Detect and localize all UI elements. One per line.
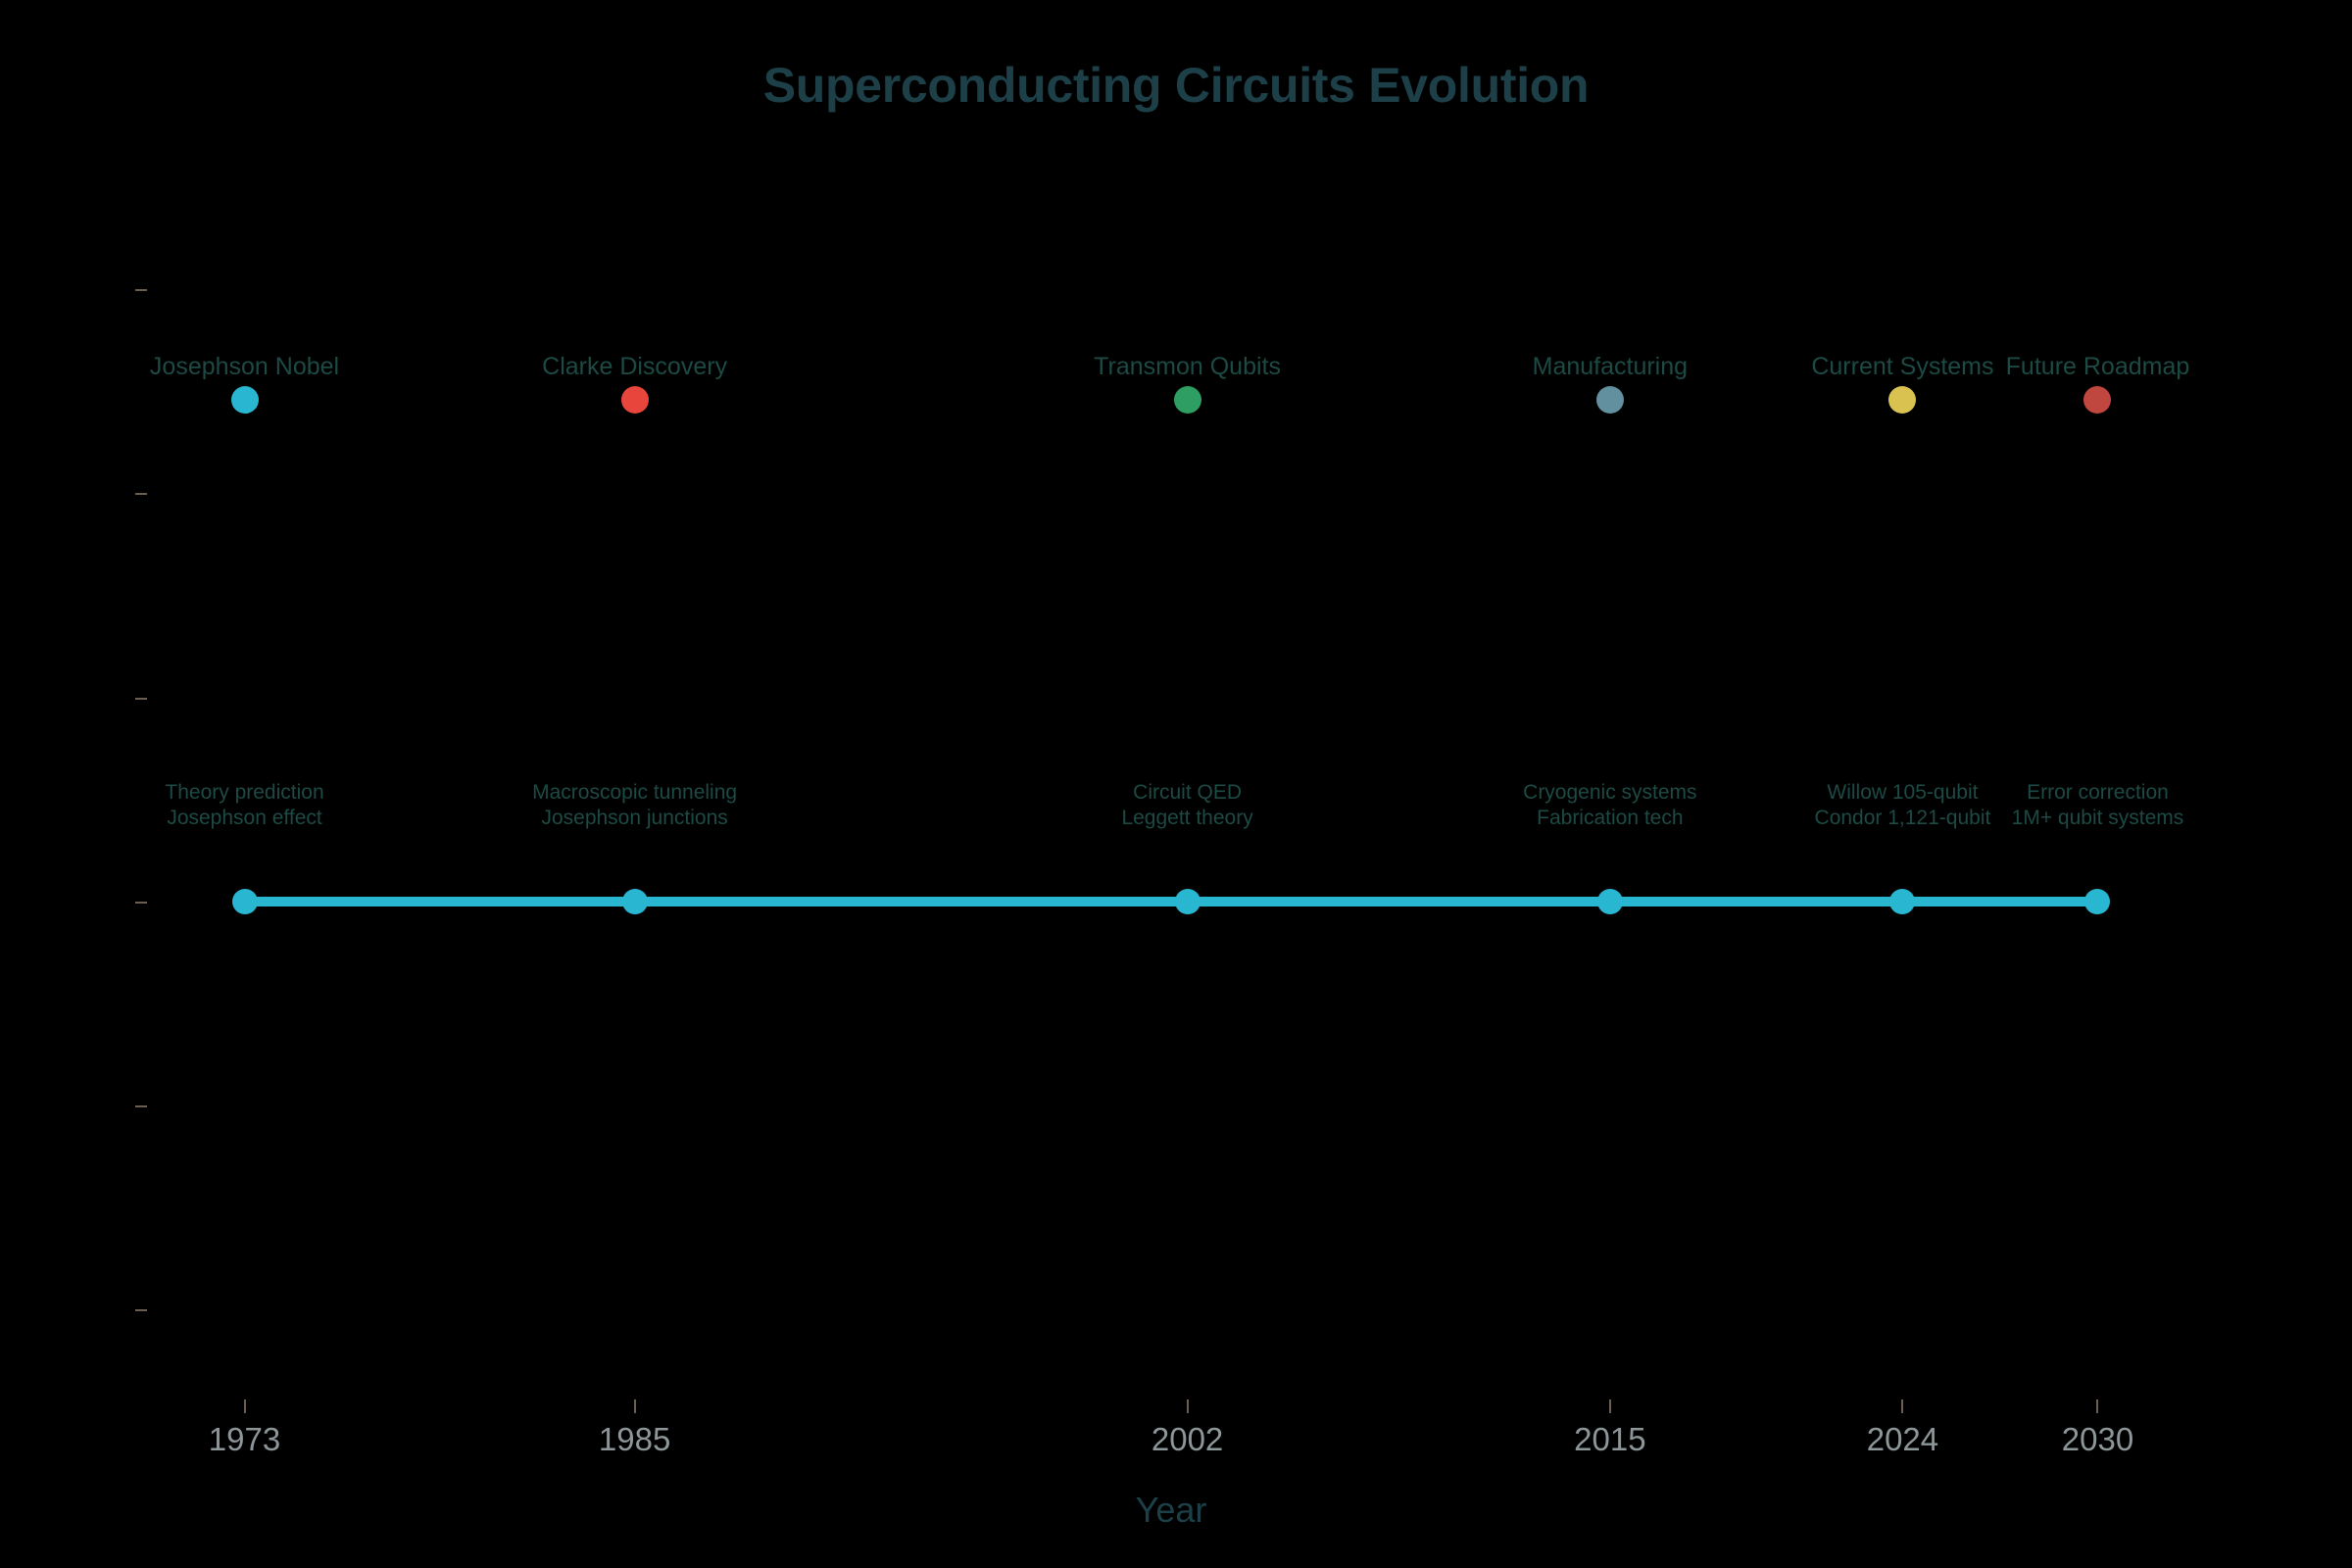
x-axis-tick-label-2002: 2002 [1151,1421,1224,1457]
x-axis-tick-label-2030: 2030 [2061,1421,2134,1457]
x-axis-tick-label-1973: 1973 [208,1421,281,1457]
event-dot-1985[interactable] [620,386,649,414]
event-label-2002: Transmon Qubits [1094,353,1281,380]
timeline-node-2030[interactable] [2084,889,2111,914]
x-axis-tick-2024 [1901,1399,1904,1413]
event-dot-1973[interactable] [230,386,259,414]
y-axis-tick-0 [135,289,147,291]
event-dot-2024[interactable] [1888,386,1917,414]
event-description-line1: Willow 105-qubit [1827,781,1979,804]
x-axis-tick-2015 [1608,1399,1611,1413]
event-description-line1: Theory prediction [165,781,324,804]
event-description-line2: Josephson effect [167,807,322,829]
chart-title: Superconducting Circuits Evolution [762,58,1590,113]
x-axis-tick-label-1985: 1985 [598,1421,671,1457]
x-axis-tick-1985 [633,1399,636,1413]
event-label-1973: Josephson Nobel [149,353,340,380]
x-axis-tick-label-2015: 2015 [1574,1421,1646,1457]
event-description-line2: 1M+ qubit systems [2011,807,2184,829]
y-axis-tick-4 [135,1105,147,1107]
x-axis-tick-2002 [1186,1399,1189,1413]
y-axis-tick-2 [135,698,147,700]
timeline-node-1973[interactable] [231,889,258,914]
x-axis-tick-2030 [2096,1399,2099,1413]
x-axis-tick-label-2024: 2024 [1866,1421,1939,1457]
event-description-line2: Leggett theory [1121,807,1253,829]
event-description-2030: Error correction 1M+ qubit systems [2012,780,2184,831]
y-axis-tick-5 [135,1309,147,1311]
event-label-2030: Future Roadmap [2005,353,2190,380]
event-label-2015: Manufacturing [1532,353,1689,380]
event-description-2002: Circuit QED Leggett theory [1121,780,1252,831]
event-label-2024: Current Systems [1811,353,1994,380]
timeline-node-2002[interactable] [1174,889,1200,914]
event-description-line2: Condor 1,121-qubit [1814,807,1991,829]
x-axis-label: Year [1135,1490,1207,1530]
event-dot-2015[interactable] [1595,386,1624,414]
x-axis-tick-1973 [243,1399,246,1413]
event-dot-2002[interactable] [1173,386,1201,414]
event-description-line1: Circuit QED [1133,781,1243,804]
timeline-node-2024[interactable] [1889,889,1916,914]
y-axis-tick-3 [135,902,147,904]
y-axis-tick-1 [135,493,147,495]
event-description-line1: Cryogenic systems [1523,781,1697,804]
timeline-node-2015[interactable] [1596,889,1623,914]
event-description-line2: Josephson junctions [541,807,728,829]
event-label-1985: Clarke Discovery [542,353,728,380]
event-description-line2: Fabrication tech [1537,807,1684,829]
event-dot-2030[interactable] [2083,386,2112,414]
event-description-line1: Error correction [2027,781,2169,804]
event-description-line1: Macroscopic tunneling [532,781,738,804]
timeline-node-1985[interactable] [621,889,648,914]
timeline-line [244,897,2098,906]
